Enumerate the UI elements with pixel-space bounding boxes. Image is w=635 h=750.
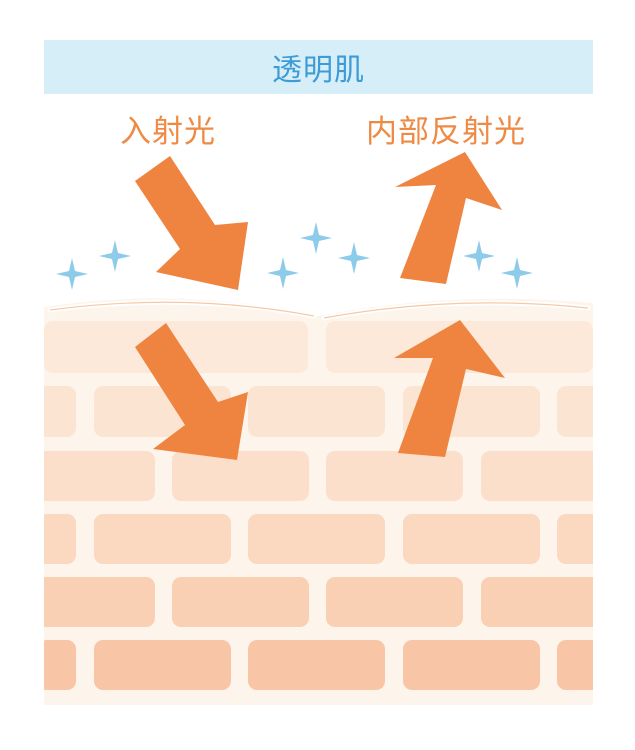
skin-cell (94, 640, 231, 690)
brick-row-4 (38, 514, 602, 564)
incident-refracted-arrow-icon (135, 323, 248, 460)
skin-cell (38, 640, 76, 690)
skin-cell (38, 514, 76, 564)
reflection-inner-arrow-icon (394, 320, 505, 457)
skin-cell (172, 577, 309, 627)
sparkle-icon (501, 257, 533, 289)
diagram-title: 透明肌 (272, 53, 365, 88)
skin-cell (557, 514, 602, 564)
sparkle-icon (300, 222, 332, 254)
skin-cell (172, 451, 309, 501)
skin-cell (248, 514, 385, 564)
skin-cell (557, 386, 602, 437)
internal-reflection-label: 内部反射光 (366, 114, 526, 150)
title-banner: 透明肌 (44, 40, 593, 94)
skin-cell (481, 577, 611, 627)
skin-cell (403, 514, 540, 564)
skin-cell (403, 640, 540, 690)
skin-cell (326, 577, 463, 627)
sparkle-icon (338, 242, 370, 274)
reflection-arrow-icon (395, 152, 502, 284)
skin-cell (481, 451, 611, 501)
sparkle-icon (463, 240, 495, 272)
brick-row-3 (30, 451, 611, 501)
skin-cell (30, 451, 155, 501)
brick-row-6 (38, 640, 602, 690)
skin-cell (30, 577, 155, 627)
incident-arrow-icon (135, 156, 248, 290)
skin-cell (94, 514, 231, 564)
skin-cell (326, 451, 463, 501)
sparkle-icon (99, 240, 131, 272)
sparkle-icon (267, 257, 299, 289)
skin-cell (38, 386, 76, 437)
skin-cell (557, 640, 602, 690)
brick-row-5 (30, 577, 611, 627)
skin-cell (248, 386, 385, 437)
incident-light-label: 入射光 (120, 114, 216, 150)
skin-cell (248, 640, 385, 690)
brick-row-2 (38, 386, 602, 437)
sparkle-icon (56, 258, 88, 290)
